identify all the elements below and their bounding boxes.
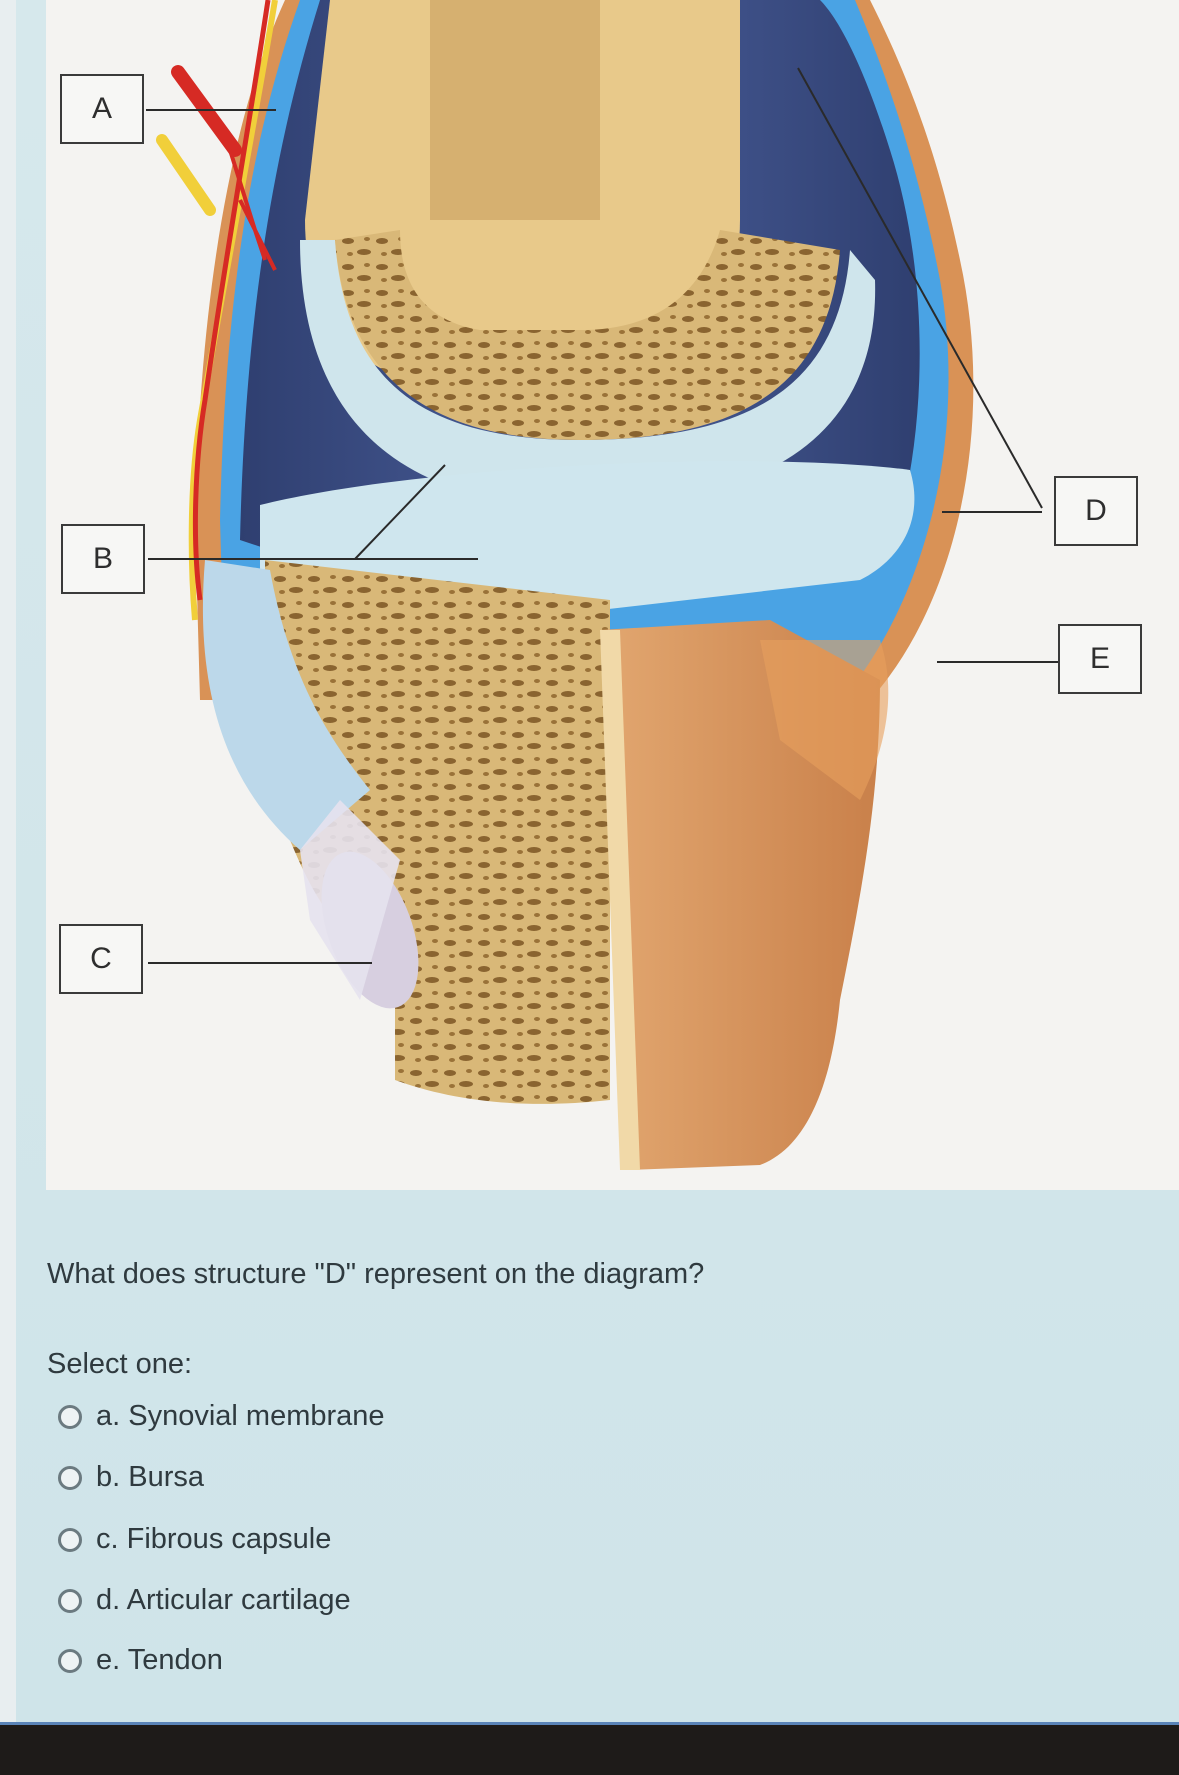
label-b: B	[61, 524, 145, 594]
option-a-label: a. Synovial membrane	[96, 1400, 385, 1432]
option-b[interactable]: b. Bursa	[58, 1461, 204, 1494]
radio-button-e[interactable]	[58, 1648, 82, 1673]
option-c[interactable]: c. Fibrous capsule	[58, 1523, 331, 1556]
option-d-label: d. Articular cartilage	[96, 1584, 351, 1616]
knee-joint-illustration	[146, 0, 1058, 1170]
screen-bezel	[0, 1722, 1179, 1775]
select-one-prompt: Select one:	[47, 1348, 193, 1380]
radio-button-a[interactable]	[58, 1404, 82, 1429]
label-d: D	[1054, 476, 1138, 546]
quiz-page: A B C D E What does structure "D" repres…	[0, 0, 1179, 1722]
label-c: C	[59, 924, 143, 994]
radio-button-d[interactable]	[58, 1588, 82, 1613]
page-margin	[0, 0, 16, 1722]
option-d[interactable]: d. Articular cartilage	[58, 1584, 351, 1617]
label-e: E	[1058, 624, 1142, 694]
option-e[interactable]: e. Tendon	[58, 1644, 223, 1677]
joint-diagram: A B C D E	[46, 0, 1179, 1190]
radio-button-c[interactable]	[58, 1527, 82, 1552]
option-e-label: e. Tendon	[96, 1644, 223, 1676]
question-text: What does structure "D" represent on the…	[47, 1258, 705, 1290]
option-a[interactable]: a. Synovial membrane	[58, 1400, 385, 1433]
option-c-label: c. Fibrous capsule	[96, 1523, 332, 1555]
label-a: A	[60, 74, 144, 144]
option-b-label: b. Bursa	[96, 1461, 204, 1493]
radio-button-b[interactable]	[58, 1465, 82, 1490]
